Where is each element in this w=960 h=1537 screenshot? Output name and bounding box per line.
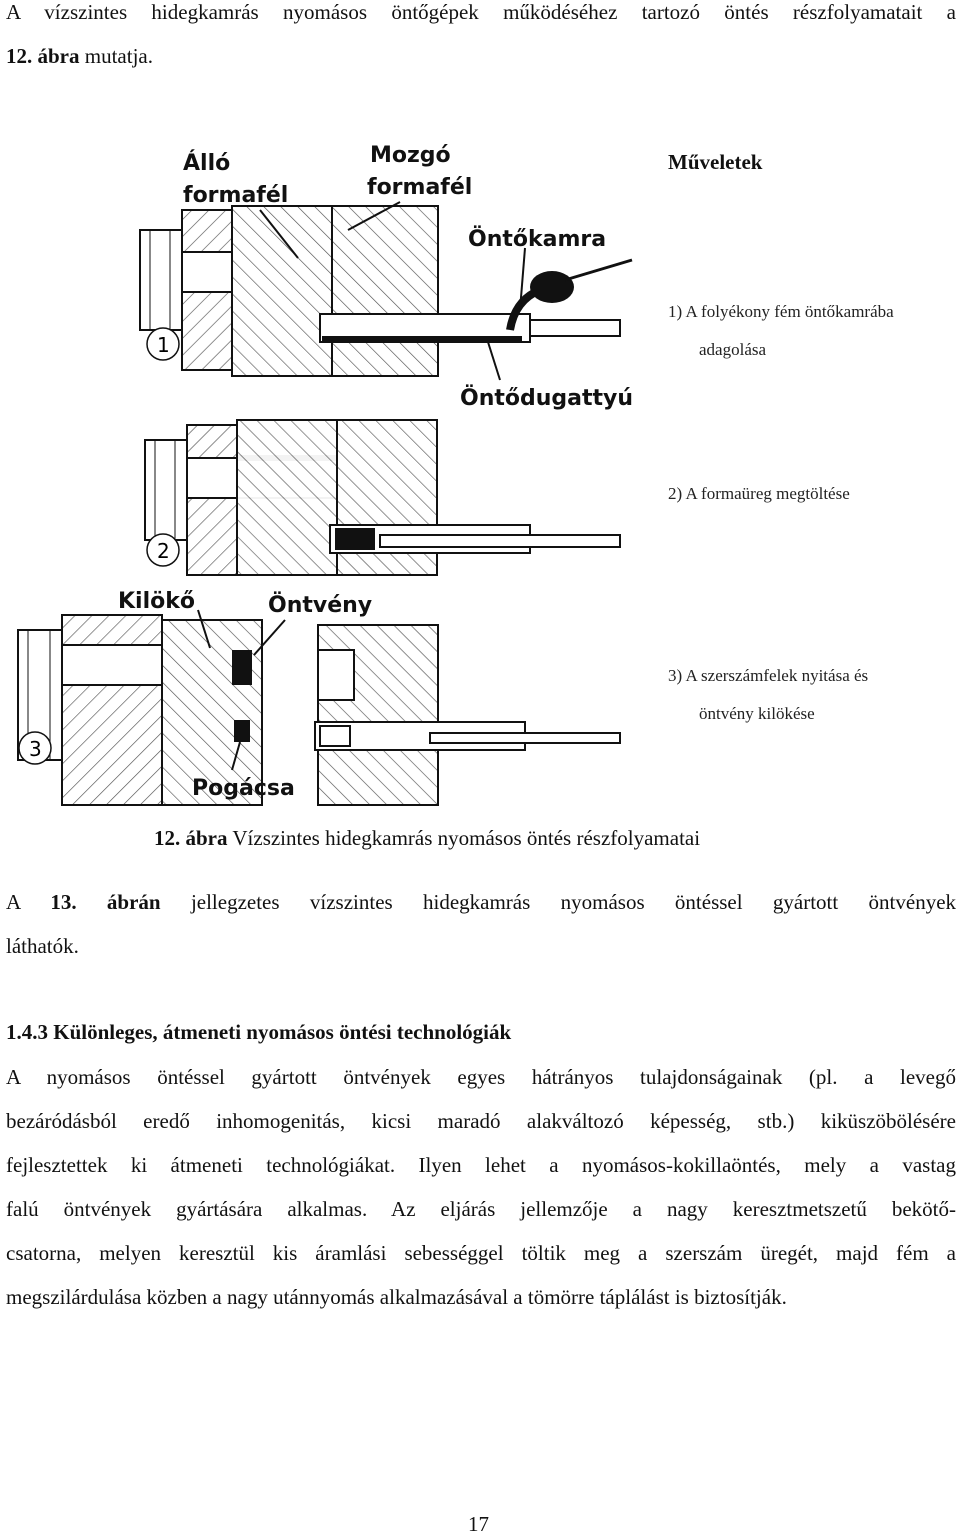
operation-3: 3) A szerszámfelek nyitása és öntvény ki… — [668, 657, 868, 733]
body-line-4: falú öntvények gyártására alkalmas. Az e… — [6, 1197, 956, 1221]
caption-text: Vízszintes hidegkamrás nyomásos öntés ré… — [227, 826, 701, 850]
label-ontokamra: Öntőkamra — [468, 226, 606, 252]
operation-1-line-2: adagolása — [699, 340, 767, 359]
body-line-2: bezáródásból eredő inhomogenitás, kicsi … — [6, 1109, 956, 1133]
para13-line-1-rest: jellegzetes vízszintes hidegkamrás nyomá… — [190, 890, 957, 914]
step-1-drawing: 1 Álló formafél Mozgó formafél Öntőkamra… — [139, 143, 633, 411]
body-line-5: csatorna, melyen keresztül kis áramlási … — [6, 1241, 956, 1265]
label-allo: Álló — [183, 150, 230, 176]
step-2-number: 2 — [157, 539, 170, 563]
label-ontveny: Öntvény — [268, 592, 372, 618]
para13-line-1: A 13. ábrán jellegzetes vízszintes hideg… — [6, 880, 956, 924]
intro-line-1: A vízszintes hidegkamrás nyomásos öntőgé… — [6, 0, 956, 24]
operation-3-line-1: 3) A szerszámfelek nyitása és — [668, 666, 869, 685]
label-ontodugattyu: Öntődugattyú — [460, 385, 633, 411]
operation-2: 2) A formaüreg megtöltése — [668, 484, 850, 503]
intro-line-2: 12. ábra mutatja. — [6, 34, 956, 78]
page-number: 17 — [468, 1512, 489, 1536]
label-pogacsa: Pogácsa — [192, 776, 295, 801]
caption-figure-ref: 12. ábra — [154, 826, 228, 850]
step-2-drawing: 2 — [144, 419, 621, 576]
body-line-1: A nyomásos öntéssel gyártott öntvények e… — [6, 1065, 956, 1089]
label-mozgo-formafel: formafél — [367, 175, 472, 200]
label-kiloko: Kilökő — [118, 589, 195, 614]
step-3-number: 3 — [29, 737, 42, 761]
para13-figure-number: 13. — [50, 890, 77, 914]
intro-paragraph: A vízszintes hidegkamrás nyomásos öntőgé… — [6, 0, 956, 78]
step-3-drawing: 3 Kilökő Öntvény Pogácsa — [17, 589, 621, 806]
die-casting-figure: 1 Álló formafél Mozgó formafél Öntőkamra… — [17, 143, 633, 806]
operation-1: 1) A folyékony fém öntőkamrába adagolása — [668, 293, 894, 369]
operation-3-line-2: öntvény kilökése — [699, 704, 815, 723]
operations-title: Műveletek — [668, 150, 763, 174]
body-line-3: fejlesztettek ki átmeneti technológiákat… — [6, 1153, 956, 1177]
figure-ref: 12. ábra — [6, 44, 80, 68]
label-mozgo: Mozgó — [370, 143, 451, 168]
section-heading: 1.4.3 Különleges, átmeneti nyomásos önté… — [6, 1020, 512, 1044]
step-1-number: 1 — [157, 333, 170, 357]
operation-1-line-1: 1) A folyékony fém öntőkamrába — [668, 302, 894, 321]
para13-a: A — [6, 890, 21, 914]
label-allo-formafel: formafél — [183, 183, 288, 208]
para13-figure-word: ábrán — [106, 890, 161, 914]
intro-line-2-rest: mutatja. — [79, 44, 153, 68]
para13-line-2: láthatók. — [6, 934, 79, 958]
body-line-6: megszilárdulása közben a nagy utánnyomás… — [6, 1285, 787, 1309]
section-body: A nyomásos öntéssel gyártott öntvények e… — [6, 1055, 956, 1319]
figure-caption: 12. ábra Vízszintes hidegkamrás nyomásos… — [154, 826, 700, 851]
paragraph-figure-13: A 13. ábrán jellegzetes vízszintes hideg… — [6, 880, 956, 968]
